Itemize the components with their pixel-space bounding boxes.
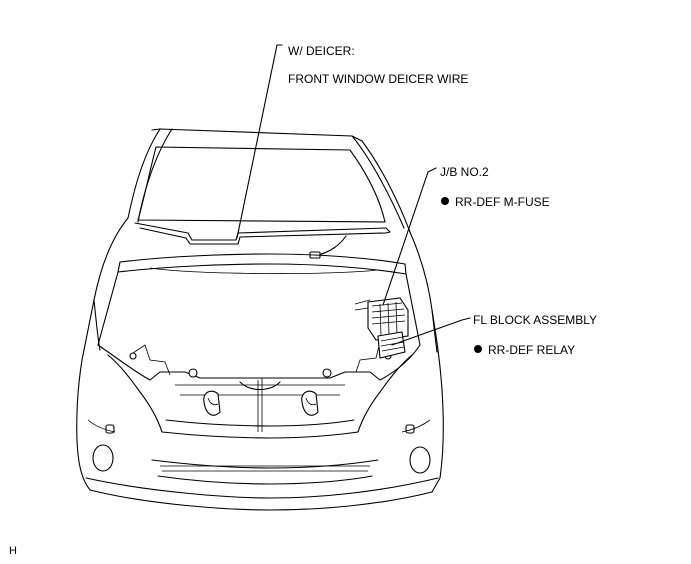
- fl-block-label: FL BLOCK ASSEMBLY: [473, 313, 598, 327]
- bullet-icon: [441, 197, 449, 205]
- engine-bay: [97, 341, 421, 439]
- junction-block-no2: [354, 297, 409, 341]
- junction-block-label: J/B NO.2: [440, 165, 489, 179]
- open-hood: [97, 253, 421, 346]
- relay-label: RR-DEF RELAY: [488, 343, 576, 357]
- front-bumper: [87, 419, 431, 485]
- bullet-icon: [474, 345, 482, 353]
- windshield: [137, 146, 386, 223]
- vehicle-body: [76, 217, 444, 511]
- front-window-deicer-wire-label: FRONT WINDOW DEICER WIRE: [288, 72, 469, 86]
- deicer-wire: [134, 222, 391, 259]
- roof-outline: [127, 128, 411, 233]
- corner-mark: H: [9, 545, 17, 557]
- leader-lines: [236, 44, 471, 346]
- deicer-condition-label: W/ DEICER:: [288, 44, 355, 58]
- m-fuse-label: RR-DEF M-FUSE: [455, 195, 550, 209]
